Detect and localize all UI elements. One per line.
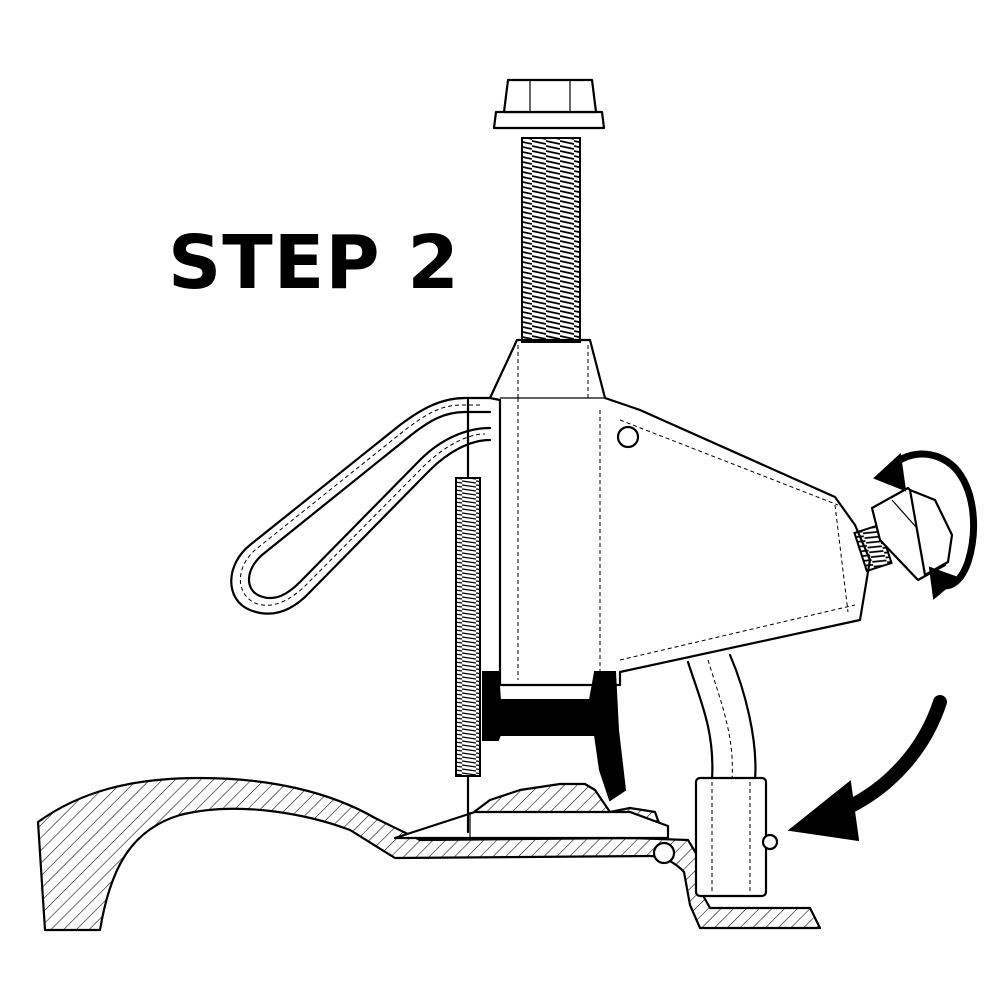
side-bolt bbox=[853, 486, 954, 582]
step-title: STEP 2 bbox=[168, 220, 460, 306]
pivot-pin bbox=[652, 841, 676, 865]
tension-spring bbox=[455, 398, 481, 834]
base-plate bbox=[393, 810, 676, 865]
body-hole bbox=[616, 425, 640, 449]
black-clamp bbox=[482, 671, 627, 802]
handle bbox=[230, 396, 492, 615]
main-body bbox=[488, 338, 872, 687]
lever-arm bbox=[686, 653, 779, 898]
lever-bolt bbox=[761, 833, 779, 851]
rotate-arrow-icon bbox=[873, 450, 978, 600]
curved-arrow-icon bbox=[787, 695, 947, 842]
top-bolt bbox=[492, 78, 606, 343]
